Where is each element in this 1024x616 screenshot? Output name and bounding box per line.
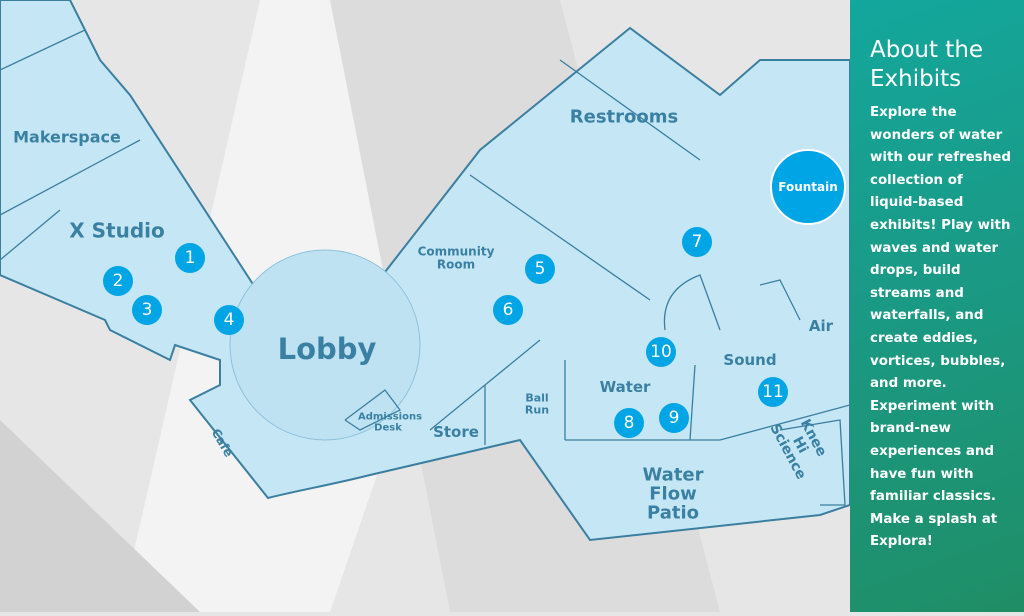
room-label-water: Water (599, 378, 651, 397)
exhibit-marker-1[interactable]: 1 (175, 243, 205, 273)
interior-walls (0, 29, 851, 506)
about-panel: About the Exhibits Explore the wonders o… (850, 0, 1024, 612)
exhibit-marker-4[interactable]: 4 (214, 305, 244, 335)
lobby-area (229, 249, 421, 441)
panel-body: Explore the wonders of water with our re… (870, 105, 1011, 550)
exhibit-marker-7[interactable]: 7 (682, 227, 712, 257)
room-label-ball-run: Ball Run (524, 391, 550, 416)
exhibit-marker-9[interactable]: 9 (659, 403, 689, 433)
room-label-store: Store (433, 423, 479, 442)
panel-title: About the Exhibits (870, 37, 984, 92)
room-label-lobby: Lobby (277, 331, 377, 366)
exhibit-marker-10[interactable]: 10 (646, 337, 676, 367)
floor-plan-drawing (0, 0, 851, 612)
room-label-makerspace: Makerspace (13, 127, 121, 147)
room-label-admissions: Admissions Desk (358, 411, 423, 433)
exhibit-marker-2[interactable]: 2 (103, 266, 133, 296)
room-label-community-room: Community Room (417, 244, 495, 271)
room-label-x-studio: X Studio (69, 218, 165, 243)
bg-shape (0, 420, 200, 612)
fountain-marker[interactable]: Fountain (770, 149, 846, 225)
exhibit-marker-5[interactable]: 5 (525, 254, 555, 284)
room-label-water-flow-patio: Water Flow Patio (642, 464, 704, 524)
room-label-restrooms: Restrooms (569, 106, 679, 128)
floor-map: Makerspace X Studio Lobby Cafe Admission… (0, 0, 851, 612)
room-label-sound: Sound (723, 351, 777, 370)
exhibit-marker-3[interactable]: 3 (132, 295, 162, 325)
exhibit-marker-8[interactable]: 8 (614, 408, 644, 438)
exhibit-marker-6[interactable]: 6 (493, 295, 523, 325)
exhibit-marker-11[interactable]: 11 (758, 377, 788, 407)
room-label-air: Air (808, 317, 834, 336)
